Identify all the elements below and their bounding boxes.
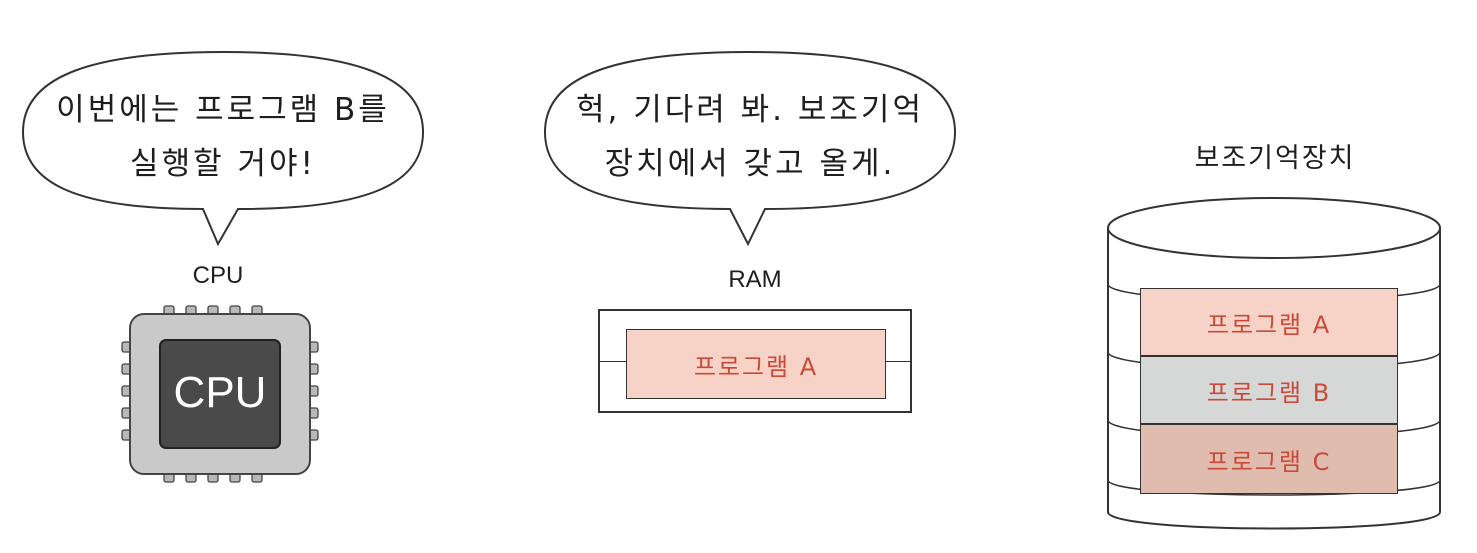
cpu-label: CPU: [192, 262, 244, 289]
cpu-bubble-line1: 이번에는 프로그램 B를: [56, 92, 390, 128]
storage-program-a: 프로그램 A: [1140, 288, 1398, 356]
storage-label: 보조기억장치: [1194, 143, 1356, 174]
ram-speech-bubble: 헉, 기다려 봐. 보조기억 장치에서 갖고 올게.: [540, 44, 960, 249]
cpu-speech-bubble: 이번에는 프로그램 B를 실행할 거야!: [18, 44, 428, 249]
speech-bubble-shape: [543, 50, 957, 247]
cpu-chip-text: CPU: [173, 368, 267, 417]
speech-bubble-shape: [21, 50, 425, 247]
cpu-bubble-line2: 실행할 거야!: [130, 146, 316, 182]
storage-program-c: 프로그램 C: [1140, 424, 1398, 494]
ram-bubble-line1: 헉, 기다려 봐. 보조기억: [576, 92, 924, 128]
ram-bubble-line2: 장치에서 갖고 올게.: [604, 146, 896, 182]
ram-program-slot: 프로그램 A: [626, 329, 886, 399]
cpu-chip-icon: CPU: [120, 304, 320, 484]
ram-module: 프로그램 A: [598, 309, 912, 413]
storage-program-b: 프로그램 B: [1140, 356, 1398, 424]
ram-label: RAM: [728, 266, 782, 293]
